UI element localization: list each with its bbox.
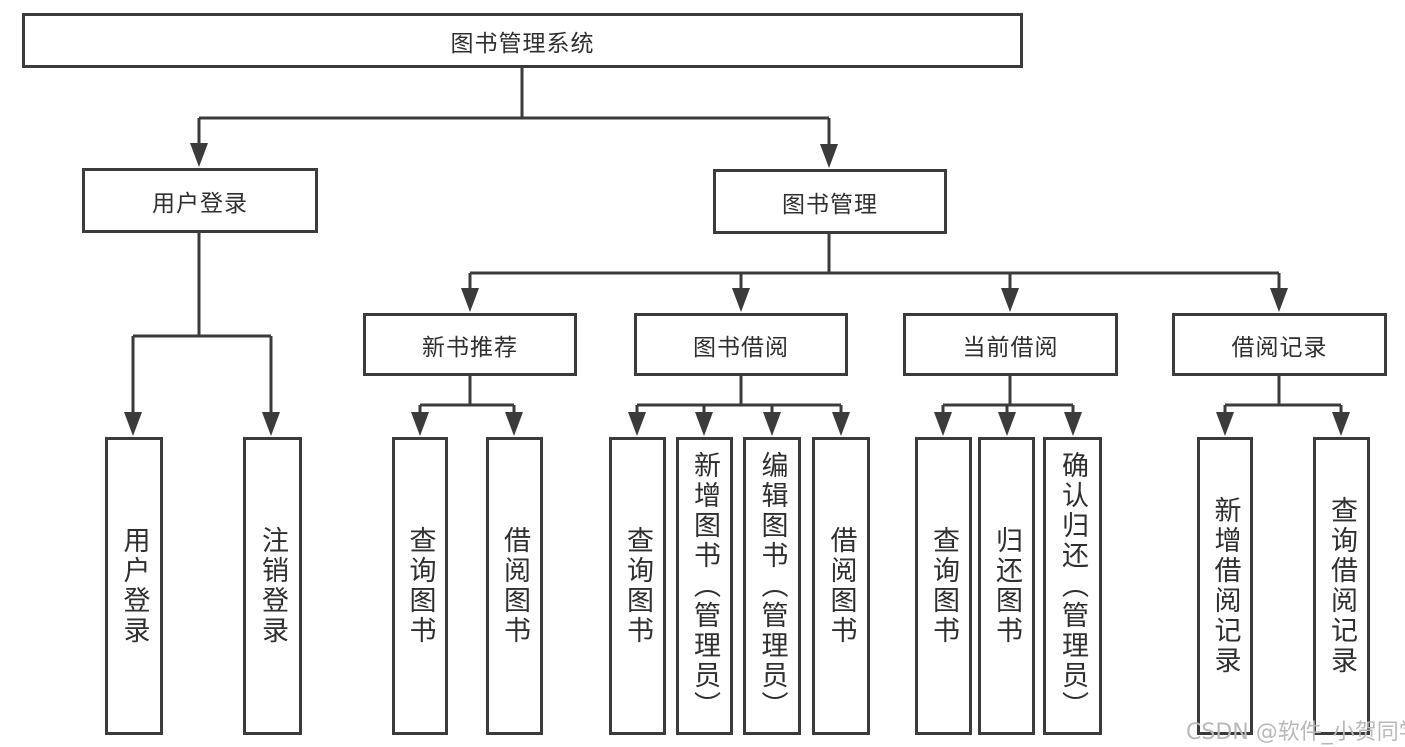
- node-book-borrow: 图书借阅: [634, 313, 848, 376]
- arrowhead-icon: [1270, 288, 1288, 312]
- node-leaf-add-books-admin: 新增图书（管理员）: [676, 437, 733, 735]
- arrowhead-icon: [190, 143, 208, 167]
- node-book-management-module: 图书管理: [713, 169, 947, 234]
- connector-new-book-to-leaves: [418, 376, 516, 417]
- arrowhead-icon: [461, 288, 479, 312]
- node-borrow-records: 借阅记录: [1172, 313, 1387, 376]
- node-leaf-logout: 注销登录: [243, 437, 302, 735]
- watermark-text: CSDN @软件_小贺同学: [1186, 720, 1405, 745]
- node-leaf-edit-books-admin: 编辑图书（管理员）: [743, 437, 801, 735]
- arrowhead-icon: [1001, 288, 1019, 312]
- node-leaf-query-books-1: 查询图书: [392, 437, 448, 735]
- node-leaf-borrow-books-1: 借阅图书: [486, 437, 543, 735]
- arrowhead-icon: [998, 412, 1016, 436]
- node-root-system: 图书管理系统: [22, 13, 1023, 68]
- arrowhead-icon: [820, 144, 838, 168]
- node-leaf-add-borrow-record: 新增借阅记录: [1197, 437, 1253, 735]
- connector-book-mgmt-to-level3: [468, 233, 1281, 293]
- node-new-book-recommend: 新书推荐: [363, 313, 577, 376]
- arrowhead-icon: [763, 412, 781, 436]
- arrowhead-icon: [262, 412, 280, 436]
- connector-borrow-records-to-leaves: [1223, 376, 1343, 417]
- node-leaf-query-books-2: 查询图书: [609, 437, 666, 735]
- arrowheads: [124, 143, 1350, 436]
- arrowhead-icon: [695, 412, 713, 436]
- arrowhead-icon: [628, 412, 646, 436]
- node-user-login-module: 用户登录: [82, 168, 318, 233]
- arrowhead-icon: [832, 412, 850, 436]
- arrowhead-icon: [411, 412, 429, 436]
- arrowhead-icon: [1332, 412, 1350, 436]
- arrowhead-icon: [1216, 412, 1234, 436]
- arrowhead-icon: [934, 412, 952, 436]
- connector-root-to-level2: [197, 68, 831, 149]
- node-leaf-user-login: 用户登录: [105, 437, 163, 735]
- arrowhead-icon: [732, 288, 750, 312]
- connector-user-login-to-leaves: [131, 232, 273, 417]
- connector-current-borrow-to-leaves: [941, 376, 1075, 417]
- arrowhead-icon: [505, 412, 523, 436]
- connector-book-borrow-to-leaves: [635, 376, 843, 417]
- node-leaf-confirm-return-admin: 确认归还（管理员）: [1043, 437, 1102, 735]
- node-leaf-borrow-books-2: 借阅图书: [812, 437, 870, 735]
- arrowhead-icon: [124, 412, 142, 436]
- node-leaf-return-books: 归还图书: [978, 437, 1035, 735]
- node-leaf-query-borrow-record: 查询借阅记录: [1313, 437, 1370, 735]
- node-current-borrow: 当前借阅: [903, 313, 1118, 376]
- arrowhead-icon: [1064, 412, 1082, 436]
- node-leaf-query-books-3: 查询图书: [915, 437, 972, 735]
